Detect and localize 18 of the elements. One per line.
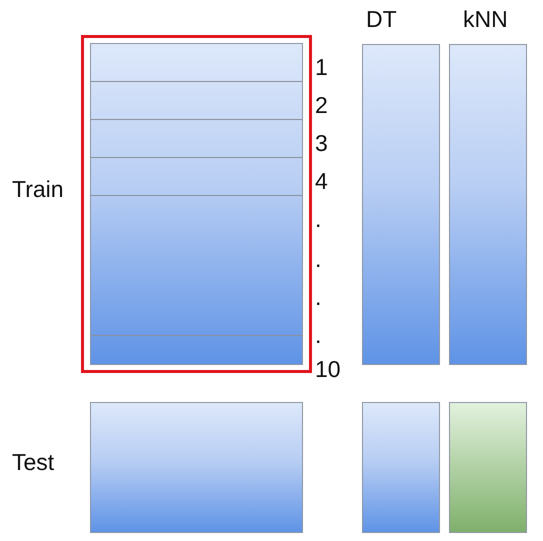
- fold-number: 2: [315, 94, 328, 117]
- fold-number: 1: [315, 56, 328, 79]
- test-data-bar: [90, 402, 303, 533]
- column-label: kNN: [463, 8, 508, 31]
- fold-number: .: [315, 286, 322, 309]
- model-bar: [449, 44, 527, 365]
- fold-number: 3: [315, 132, 328, 155]
- row-label: Train: [12, 178, 64, 201]
- fold-number: 10: [315, 358, 341, 381]
- prediction-bar: [449, 402, 527, 533]
- model-bar: [362, 44, 440, 365]
- fold-number: .: [315, 324, 322, 347]
- column-label: DT: [366, 8, 397, 31]
- fold-number: .: [315, 208, 322, 231]
- fold-number: .: [315, 248, 322, 271]
- prediction-bar: [362, 402, 440, 533]
- fold-number: 4: [315, 170, 328, 193]
- row-label: Test: [12, 451, 54, 474]
